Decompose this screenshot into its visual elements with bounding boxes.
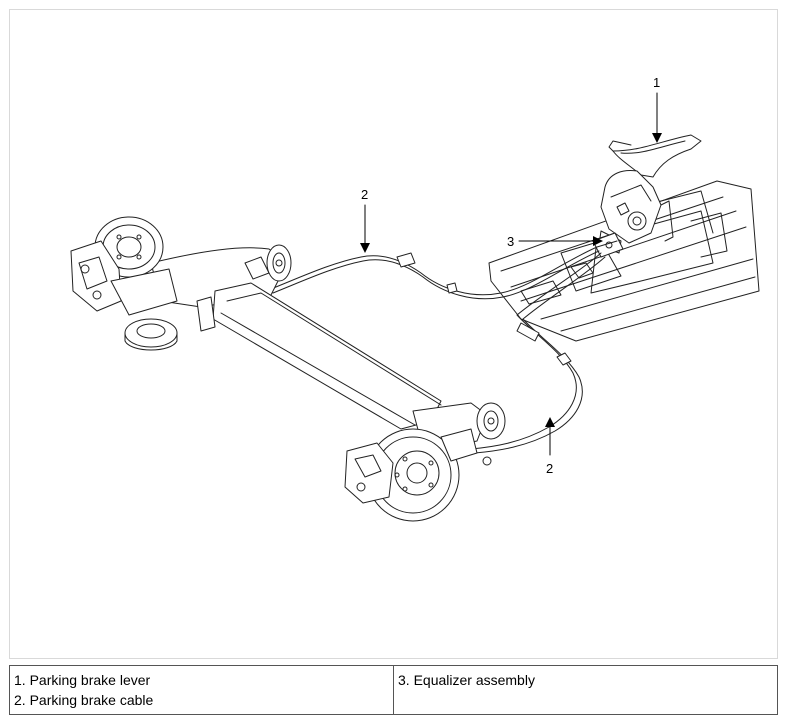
legend-item-parking-brake-lever: 1. Parking brake lever [14,672,151,688]
legend-row: 1. Parking brake lever 2. Parking brake … [9,665,778,715]
legend-table: 1. Parking brake lever 2. Parking brake … [9,665,778,715]
legend-item-parking-brake-cable: 2. Parking brake cable [14,692,154,708]
legend-item-equalizer-assembly: 3. Equalizer assembly [398,672,535,688]
floor-panel [488,180,760,342]
rear-axle-beam [150,247,488,448]
callout-2-lower: 2 [545,417,555,476]
legend-cell-right: 3. Equalizer assembly [393,665,778,715]
callout-3-label: 3 [507,234,514,249]
parking-brake-cables [270,246,606,454]
callout-2-upper-label: 2 [361,187,368,202]
parking-brake-diagram: 1 2 2 3 [70,75,760,522]
left-bushing [266,244,292,282]
right-bushing [476,402,506,466]
right-wheel-disc [344,428,478,522]
callout-3: 3 [507,234,603,249]
callout-1: 1 [652,75,662,143]
parking-brake-lever [598,134,702,254]
callout-2-upper: 2 [360,187,370,253]
left-wheel-hub [70,216,178,351]
legend-cell-left: 1. Parking brake lever 2. Parking brake … [9,665,394,715]
diagram-frame: 1 2 2 3 [9,9,778,659]
callout-2-lower-label: 2 [546,461,553,476]
callout-1-label: 1 [653,75,660,90]
